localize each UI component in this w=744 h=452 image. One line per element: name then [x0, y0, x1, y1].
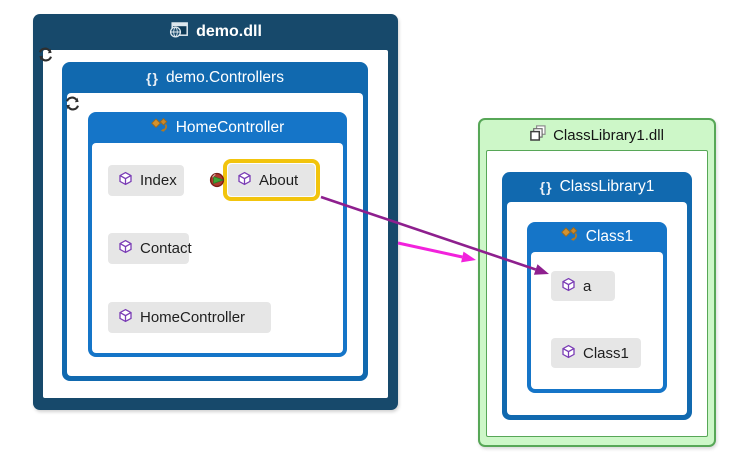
namespace-title: demo.Controllers [165, 68, 284, 86]
method-label: Contact [140, 240, 192, 257]
method-icon [561, 277, 576, 296]
method-icon [237, 171, 252, 190]
namespace-group-header[interactable]: {} demo.Controllers [62, 62, 368, 93]
assembly-group-header[interactable]: ClassLibrary1.dll [480, 120, 714, 150]
class-icon [150, 117, 169, 138]
method-node-class1[interactable]: Class1 [551, 338, 641, 368]
method-icon [118, 239, 133, 258]
method-node-index[interactable]: Index [108, 165, 184, 196]
namespace-icon: {} [146, 69, 159, 86]
namespace-title: ClassLibrary1 [559, 178, 655, 195]
assembly-title: ClassLibrary1.dll [553, 126, 664, 144]
class-icon [560, 226, 579, 247]
method-node-contact[interactable]: Contact [108, 233, 192, 264]
class-group-header[interactable]: HomeController [88, 112, 347, 143]
namespace-icon: {} [539, 179, 553, 195]
method-node-homecontroller[interactable]: HomeController [108, 302, 271, 333]
method-icon [118, 308, 133, 327]
class-title: Class1 [585, 228, 634, 245]
method-node-about-selected[interactable]: About [223, 159, 320, 201]
circular-arrows-icon[interactable] [63, 94, 82, 118]
assembly-icon [530, 125, 546, 145]
method-label: HomeController [140, 309, 246, 326]
field-node-a[interactable]: a [551, 271, 615, 301]
web-application-icon [169, 21, 189, 43]
entry-point-indicator-icon [209, 171, 227, 194]
namespace-group-header[interactable]: {} ClassLibrary1 [502, 172, 692, 202]
method-label: Index [140, 172, 177, 189]
circular-arrows-icon[interactable] [36, 45, 55, 69]
method-label: Class1 [583, 344, 629, 362]
class-group-header[interactable]: Class1 [527, 222, 667, 252]
assembly-title: demo.dll [196, 23, 262, 40]
method-label: About [259, 171, 299, 189]
class-title: HomeController [175, 118, 285, 136]
method-icon [118, 171, 133, 190]
method-icon [561, 344, 576, 363]
assembly-group-header[interactable]: demo.dll [33, 14, 398, 50]
field-label: a [583, 277, 592, 295]
link-demodll-to-classlibrary1dll[interactable] [397, 241, 476, 263]
